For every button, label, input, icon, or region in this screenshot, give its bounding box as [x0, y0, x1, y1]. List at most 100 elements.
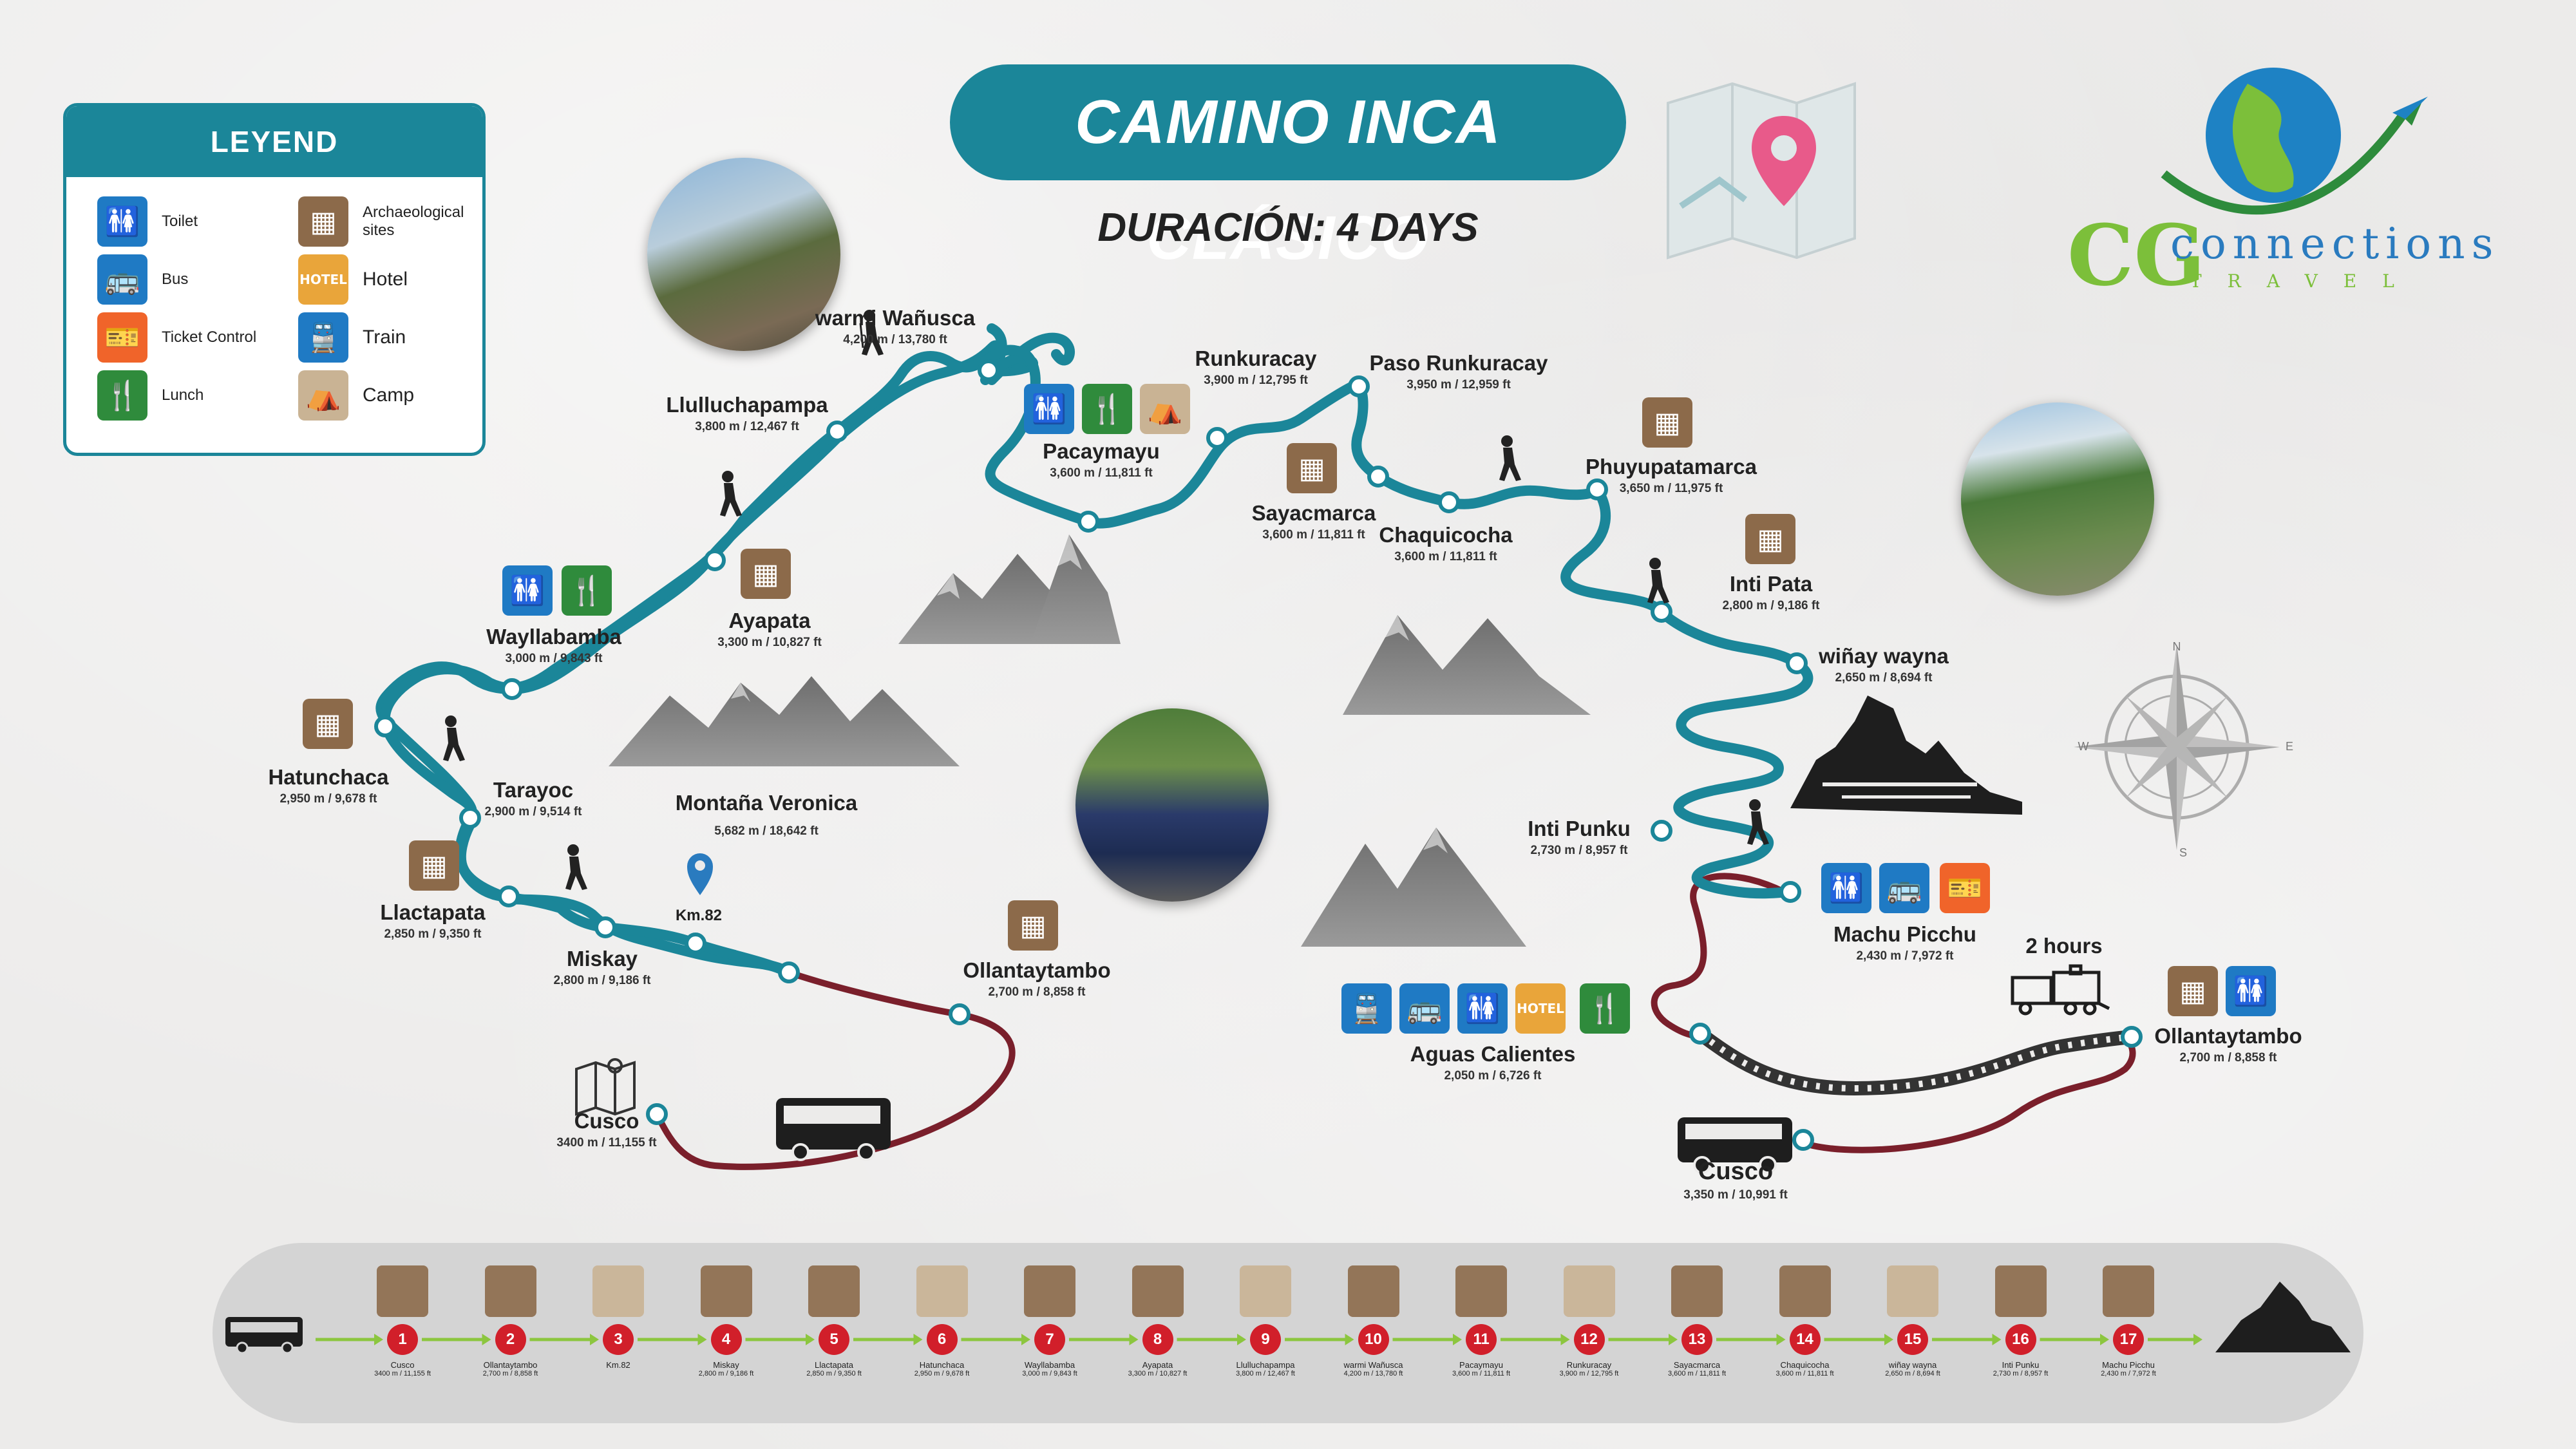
compass-rose-icon	[2074, 644, 2280, 850]
timeline-step-name: wiñay wayna	[1888, 1360, 1937, 1370]
timeline-step-number: 14	[1789, 1324, 1821, 1355]
bus-icon: 🚌	[1399, 983, 1450, 1034]
legend-header: LEYEND	[66, 106, 482, 177]
timeline-step-elevation: 3,900 m / 12,795 ft	[1559, 1370, 1619, 1378]
timeline-step-name: Ayapata	[1142, 1360, 1173, 1370]
ruins-photo	[647, 158, 840, 351]
timeline-step-elevation: 2,950 m / 9,678 ft	[914, 1370, 970, 1378]
timeline-arrowhead	[590, 1334, 599, 1345]
timeline-step-name: Wayllabamba	[1024, 1360, 1075, 1370]
timeline-step-number: 13	[1681, 1324, 1712, 1355]
bus-east-icon	[1678, 1117, 1792, 1174]
timeline-arrowhead	[2193, 1334, 2202, 1345]
duration-label: DURACIÓN: 4 DAYS	[1097, 205, 1479, 250]
location-pin-icon	[687, 853, 713, 895]
timeline-step-elevation: 3,300 m / 10,827 ft	[1128, 1370, 1188, 1378]
page-title: CAMINO INCA CLÁSICO	[950, 64, 1626, 272]
timeline-step-elevation: 3400 m / 11,155 ft	[374, 1370, 431, 1378]
legend-item-train: 🚆 Train	[298, 312, 406, 363]
archaeological-site-icon: ▦	[298, 196, 348, 247]
legend-item-lunch: 🍴 Lunch	[97, 370, 204, 421]
timeline-arrowhead	[1992, 1334, 2002, 1345]
timeline-step-icon	[1671, 1265, 1723, 1317]
toilet-icon: 🚻	[97, 196, 147, 247]
ticket-icon: 🎫	[1940, 863, 1990, 913]
timeline-step-number: 5	[819, 1324, 849, 1355]
machu-picchu-photo	[1961, 402, 2154, 596]
timeline-step-icon	[1563, 1265, 1615, 1317]
archaeological-site-icon: ▦	[1745, 514, 1795, 564]
timeline-step-number: 2	[495, 1324, 526, 1355]
timeline-step-name: Km.82	[606, 1360, 630, 1370]
timeline-step-name: Sayacmarca	[1673, 1360, 1721, 1370]
timeline-arrowhead	[1021, 1334, 1030, 1345]
timeline-step-icon	[1887, 1265, 1938, 1317]
brand-letters: CG	[2067, 206, 2206, 305]
machu-picchu-silhouette-icon	[1790, 696, 2022, 815]
timeline-step-icon	[1024, 1265, 1075, 1317]
timeline-arrowhead	[1453, 1334, 1462, 1345]
compass-n: N	[2173, 640, 2181, 653]
mountain-range-icon	[609, 535, 1591, 947]
timeline-step-number: 8	[1142, 1324, 1173, 1355]
toilet-icon: 🚻	[1457, 983, 1508, 1034]
timeline-step-name: Runkuracay	[1566, 1360, 1612, 1370]
company-logo-globe	[2161, 68, 2428, 215]
timeline-step-number: 11	[1466, 1324, 1497, 1355]
cusco-map-icon	[575, 1058, 636, 1116]
mountain-snowcaps	[731, 535, 1448, 853]
ticket-icon: 🎫	[97, 312, 147, 363]
trail-waypoints	[374, 359, 2143, 1151]
lunch-icon: 🍴	[97, 370, 147, 421]
timeline-step-number: 10	[1358, 1324, 1389, 1355]
brand-tagline: TRAVEL	[2190, 270, 2420, 292]
archaeological-site-icon: ▦	[409, 840, 459, 891]
lunch-icon: 🍴	[1580, 983, 1630, 1034]
timeline-step-elevation: 3,600 m / 11,811 ft	[1667, 1370, 1727, 1378]
train-photo	[1075, 708, 1269, 902]
legend-item-hotel: HOTEL Hotel	[298, 254, 408, 305]
timeline-arrowhead	[374, 1334, 383, 1345]
timeline-step-elevation: 3,600 m / 11,811 ft	[1452, 1370, 1511, 1378]
timeline-step-number: 4	[710, 1324, 742, 1355]
timeline-arrowhead	[1345, 1334, 1354, 1345]
folded-map-icon	[1667, 82, 1856, 260]
archaeological-site-icon: ▦	[2168, 966, 2218, 1016]
timeline-step-icon	[592, 1265, 644, 1317]
timeline-step-elevation: 2,800 m / 9,186 ft	[698, 1370, 754, 1378]
brand-name: connections	[2170, 219, 2500, 269]
bus-west-icon	[776, 1098, 891, 1161]
legend-label: Archaeological sites	[363, 204, 464, 239]
timeline-step-number: 15	[1897, 1324, 1928, 1355]
timeline-arrowhead	[2100, 1334, 2109, 1345]
compass-s: S	[2179, 846, 2187, 859]
timeline-arrowhead	[1129, 1334, 1139, 1345]
timeline-step-name: Inti Punku	[2002, 1360, 2040, 1370]
toilet-icon: 🚻	[2226, 966, 2276, 1016]
timeline-step-number: 12	[1573, 1324, 1605, 1355]
timeline-step-icon	[484, 1265, 536, 1317]
compass-e: E	[2286, 740, 2293, 753]
legend-label: Train	[363, 327, 406, 348]
timeline-arrowhead	[1776, 1334, 1786, 1345]
timeline-step-name: Pacaymayu	[1459, 1360, 1503, 1370]
